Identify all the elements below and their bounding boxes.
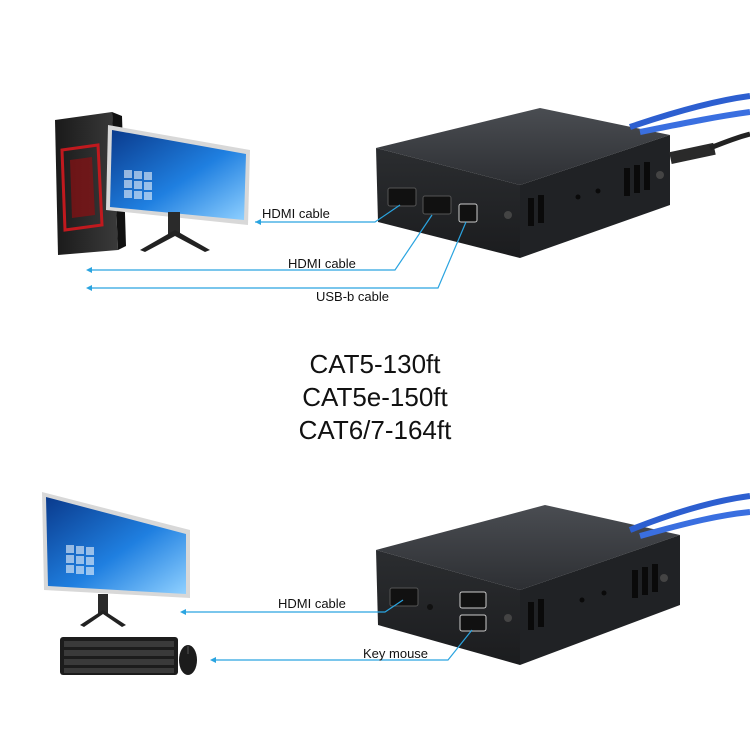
hdmi-cable-label: HDMI cable	[262, 206, 330, 221]
monitor-icon	[106, 125, 250, 252]
spec-line-cat5e: CAT5e-150ft	[302, 382, 448, 412]
network-cable	[629, 93, 750, 165]
hdmi-port-icon	[387, 187, 417, 207]
receiver-device	[376, 505, 680, 665]
network-cable	[628, 493, 750, 539]
spec-line-cat6-7: CAT6/7-164ft	[298, 415, 452, 445]
spec-line-cat5: CAT5-130ft	[309, 349, 441, 379]
key-mouse-label: Key mouse	[363, 646, 429, 661]
keyboard-icon	[60, 637, 178, 675]
hdmi-cable-line-bottom	[180, 599, 404, 615]
usb-port-icon	[459, 591, 487, 609]
transmitter-device	[376, 108, 670, 258]
hdmi-port-icon	[422, 195, 452, 215]
mouse-icon	[179, 645, 197, 675]
hdmi-cable-line-2	[86, 214, 433, 273]
hdmi-cable-label: HDMI cable	[288, 256, 356, 271]
monitor-icon	[42, 492, 190, 627]
usb-b-cable-line	[86, 221, 467, 291]
hdmi-cable-label: HDMI cable	[278, 596, 346, 611]
usb-b-port-icon	[458, 203, 478, 223]
usb-port-icon	[459, 614, 487, 632]
hdmi-port-icon	[389, 587, 419, 607]
key-mouse-line	[210, 629, 473, 663]
usb-b-cable-label: USB-b cable	[316, 289, 389, 304]
hdmi-cable-line-1	[255, 204, 401, 225]
